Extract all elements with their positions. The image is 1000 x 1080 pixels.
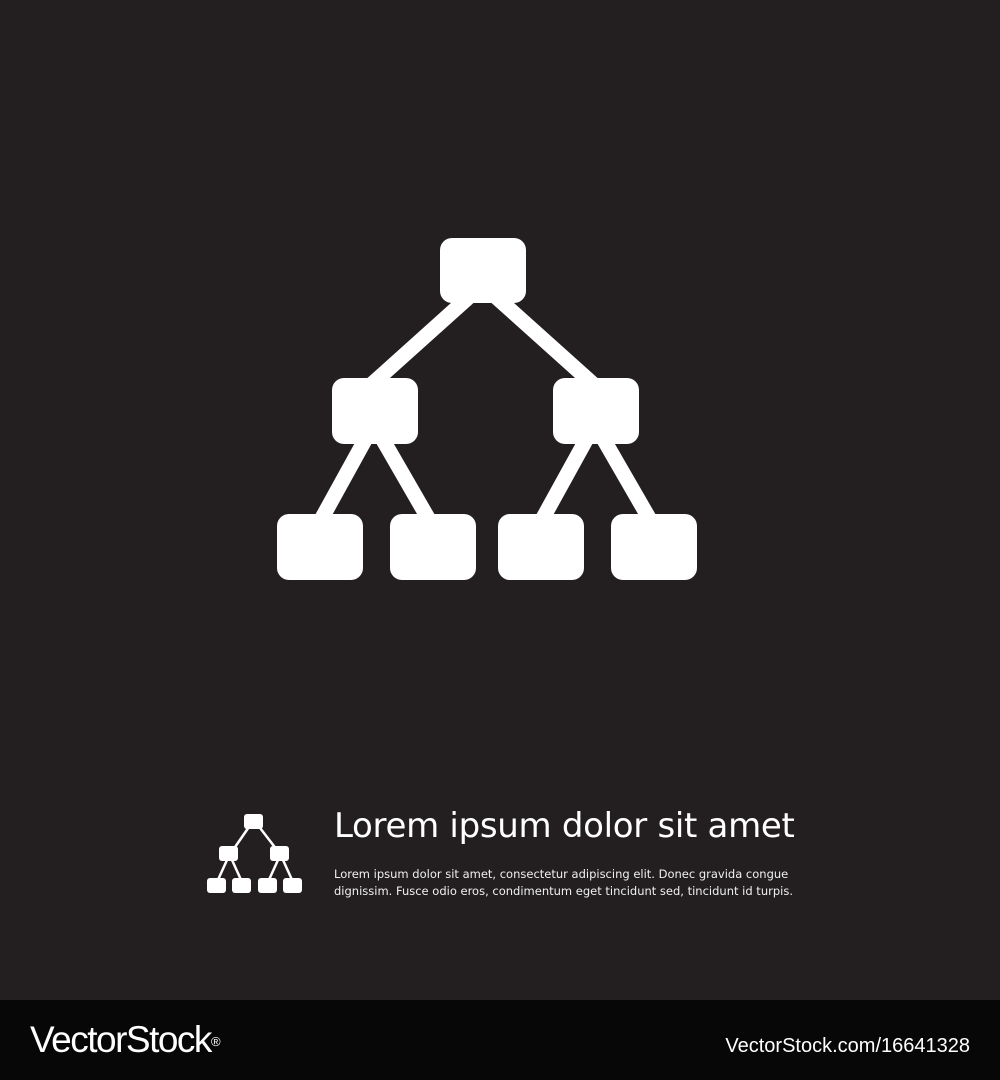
hierarchy-icon	[277, 238, 697, 580]
caption-hierarchy-icon	[207, 814, 302, 893]
brand-logo: VectorStock®	[30, 1018, 221, 1062]
caption-body-line: Lorem ipsum dolor sit amet, consectetur …	[334, 867, 789, 881]
caption-body-line: dignissim. Fusce odio eros, condimentum …	[334, 883, 793, 898]
registered-mark: ®	[210, 1034, 221, 1049]
image-id-link[interactable]: VectorStock.com/16641328	[725, 1035, 970, 1057]
brand-name: VectorStock	[30, 1019, 212, 1060]
watermark-footer: VectorStock® VectorStock.com/16641328	[0, 1000, 1000, 1080]
caption-body: Lorem ipsum dolor sit amet, consectetur …	[334, 866, 814, 899]
caption-title: Lorem ipsum dolor sit amet	[334, 806, 795, 846]
